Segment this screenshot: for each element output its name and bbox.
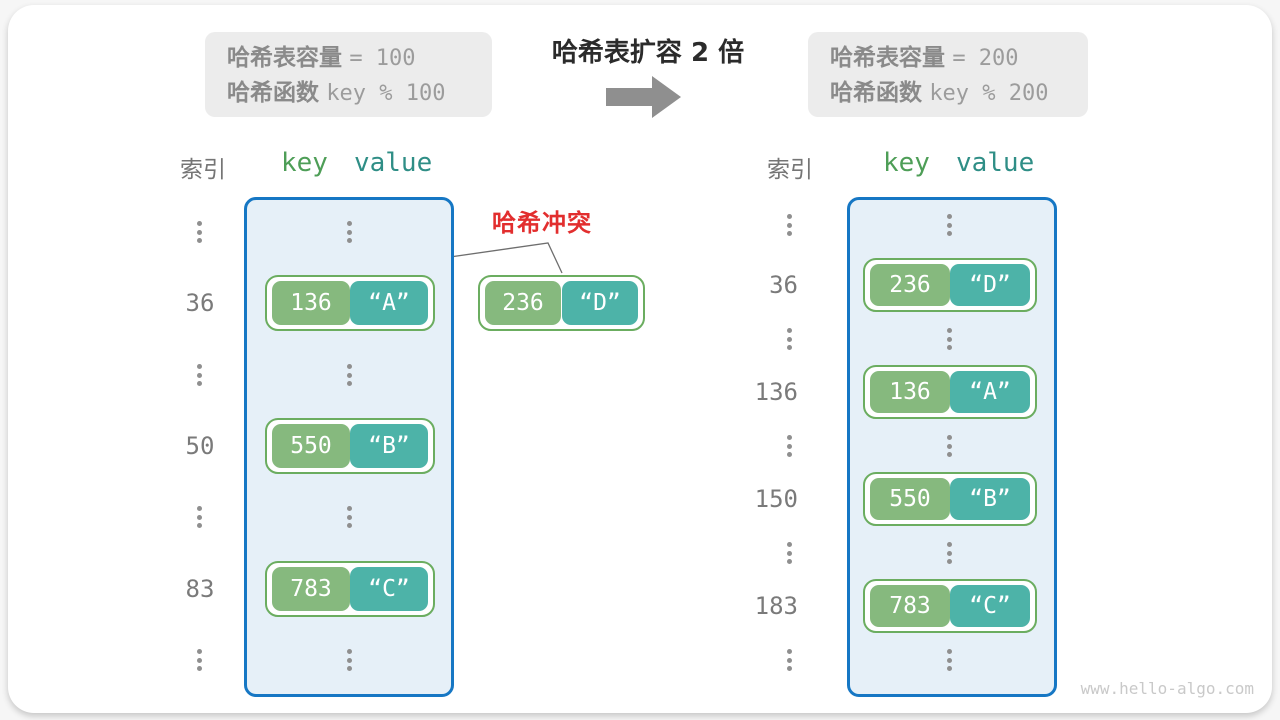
- hash-function-value: key % 100: [326, 81, 446, 106]
- hash-function-label: 哈希函数: [227, 80, 319, 106]
- ellipsis-icon: [347, 506, 352, 528]
- kv-pair: 136 “A”: [863, 365, 1037, 419]
- ellipsis-icon: [787, 328, 792, 350]
- ellipsis-icon: [947, 649, 952, 671]
- ellipsis-icon: [787, 649, 792, 671]
- key-box: 783: [272, 567, 350, 611]
- capacity-box-after: 哈希表容量 = 200 哈希函数 key % 200: [808, 32, 1088, 117]
- watermark: www.hello-algo.com: [1080, 679, 1254, 698]
- capacity-line: 哈希表容量 = 200: [830, 41, 1088, 76]
- value-box: “B”: [350, 424, 428, 468]
- ellipsis-icon: [347, 221, 352, 243]
- index-label: 36: [769, 271, 798, 299]
- key-box: 783: [870, 585, 950, 627]
- kv-pair: 550 “B”: [265, 418, 435, 474]
- ellipsis-icon: [787, 542, 792, 564]
- kv-pair: 236 “D”: [863, 258, 1037, 312]
- left-index-header: 索引: [180, 157, 226, 183]
- index-label: 50: [185, 432, 215, 460]
- ellipsis-icon: [197, 506, 202, 528]
- ellipsis-icon: [197, 364, 202, 386]
- ellipsis-icon: [947, 542, 952, 564]
- collision-label: 哈希冲突: [492, 209, 592, 237]
- key-box: 550: [870, 478, 950, 520]
- left-kv-header: key value: [281, 148, 432, 178]
- kv-pair: 783 “C”: [863, 579, 1037, 633]
- ellipsis-icon: [787, 214, 792, 236]
- ellipsis-icon: [197, 221, 202, 243]
- index-label: 150: [754, 485, 798, 513]
- capacity-line: 哈希表容量 = 100: [227, 41, 492, 76]
- index-label: 136: [754, 378, 798, 406]
- ellipsis-icon: [947, 328, 952, 350]
- value-box: “A”: [350, 281, 428, 325]
- ellipsis-icon: [947, 435, 952, 457]
- capacity-box-before: 哈希表容量 = 100 哈希函数 key % 100: [205, 32, 492, 117]
- ellipsis-icon: [197, 649, 202, 671]
- value-box: “A”: [950, 371, 1030, 413]
- right-kv-header: key value: [883, 148, 1034, 178]
- hash-function-line: 哈希函数 key % 100: [227, 76, 492, 111]
- background-card: [8, 5, 1272, 713]
- kv-pair: 550 “B”: [863, 472, 1037, 526]
- capacity-value: = 200: [952, 46, 1019, 71]
- expand-title: 哈希表扩容 2 倍: [551, 38, 745, 68]
- ellipsis-icon: [787, 435, 792, 457]
- value-box: “C”: [950, 585, 1030, 627]
- hash-function-label: 哈希函数: [830, 80, 922, 106]
- value-header: value: [353, 148, 433, 178]
- capacity-label: 哈希表容量: [830, 45, 945, 71]
- key-box: 136: [870, 371, 950, 413]
- key-box: 236: [485, 281, 561, 325]
- value-box: “D”: [950, 264, 1030, 306]
- key-box: 236: [870, 264, 950, 306]
- ellipsis-icon: [947, 214, 952, 236]
- expand-arrow-icon: [606, 76, 681, 118]
- capacity-value: = 100: [349, 46, 416, 71]
- index-label: 83: [185, 575, 215, 603]
- kv-pair: 783 “C”: [265, 561, 435, 617]
- ellipsis-icon: [347, 364, 352, 386]
- value-box: “C”: [350, 567, 428, 611]
- capacity-label: 哈希表容量: [227, 45, 342, 71]
- collision-pair: 236 “D”: [478, 275, 645, 331]
- hash-function-value: key % 200: [929, 81, 1049, 106]
- right-index-header: 索引: [767, 157, 813, 183]
- index-label: 36: [185, 289, 215, 317]
- ellipsis-icon: [347, 649, 352, 671]
- index-label: 183: [754, 592, 798, 620]
- key-header: key: [281, 148, 328, 178]
- key-box: 550: [272, 424, 350, 468]
- hash-function-line: 哈希函数 key % 200: [830, 76, 1088, 111]
- value-header: value: [955, 148, 1035, 178]
- value-box: “D”: [562, 281, 638, 325]
- value-box: “B”: [950, 478, 1030, 520]
- key-header: key: [883, 148, 930, 178]
- key-box: 136: [272, 281, 350, 325]
- kv-pair: 136 “A”: [265, 275, 435, 331]
